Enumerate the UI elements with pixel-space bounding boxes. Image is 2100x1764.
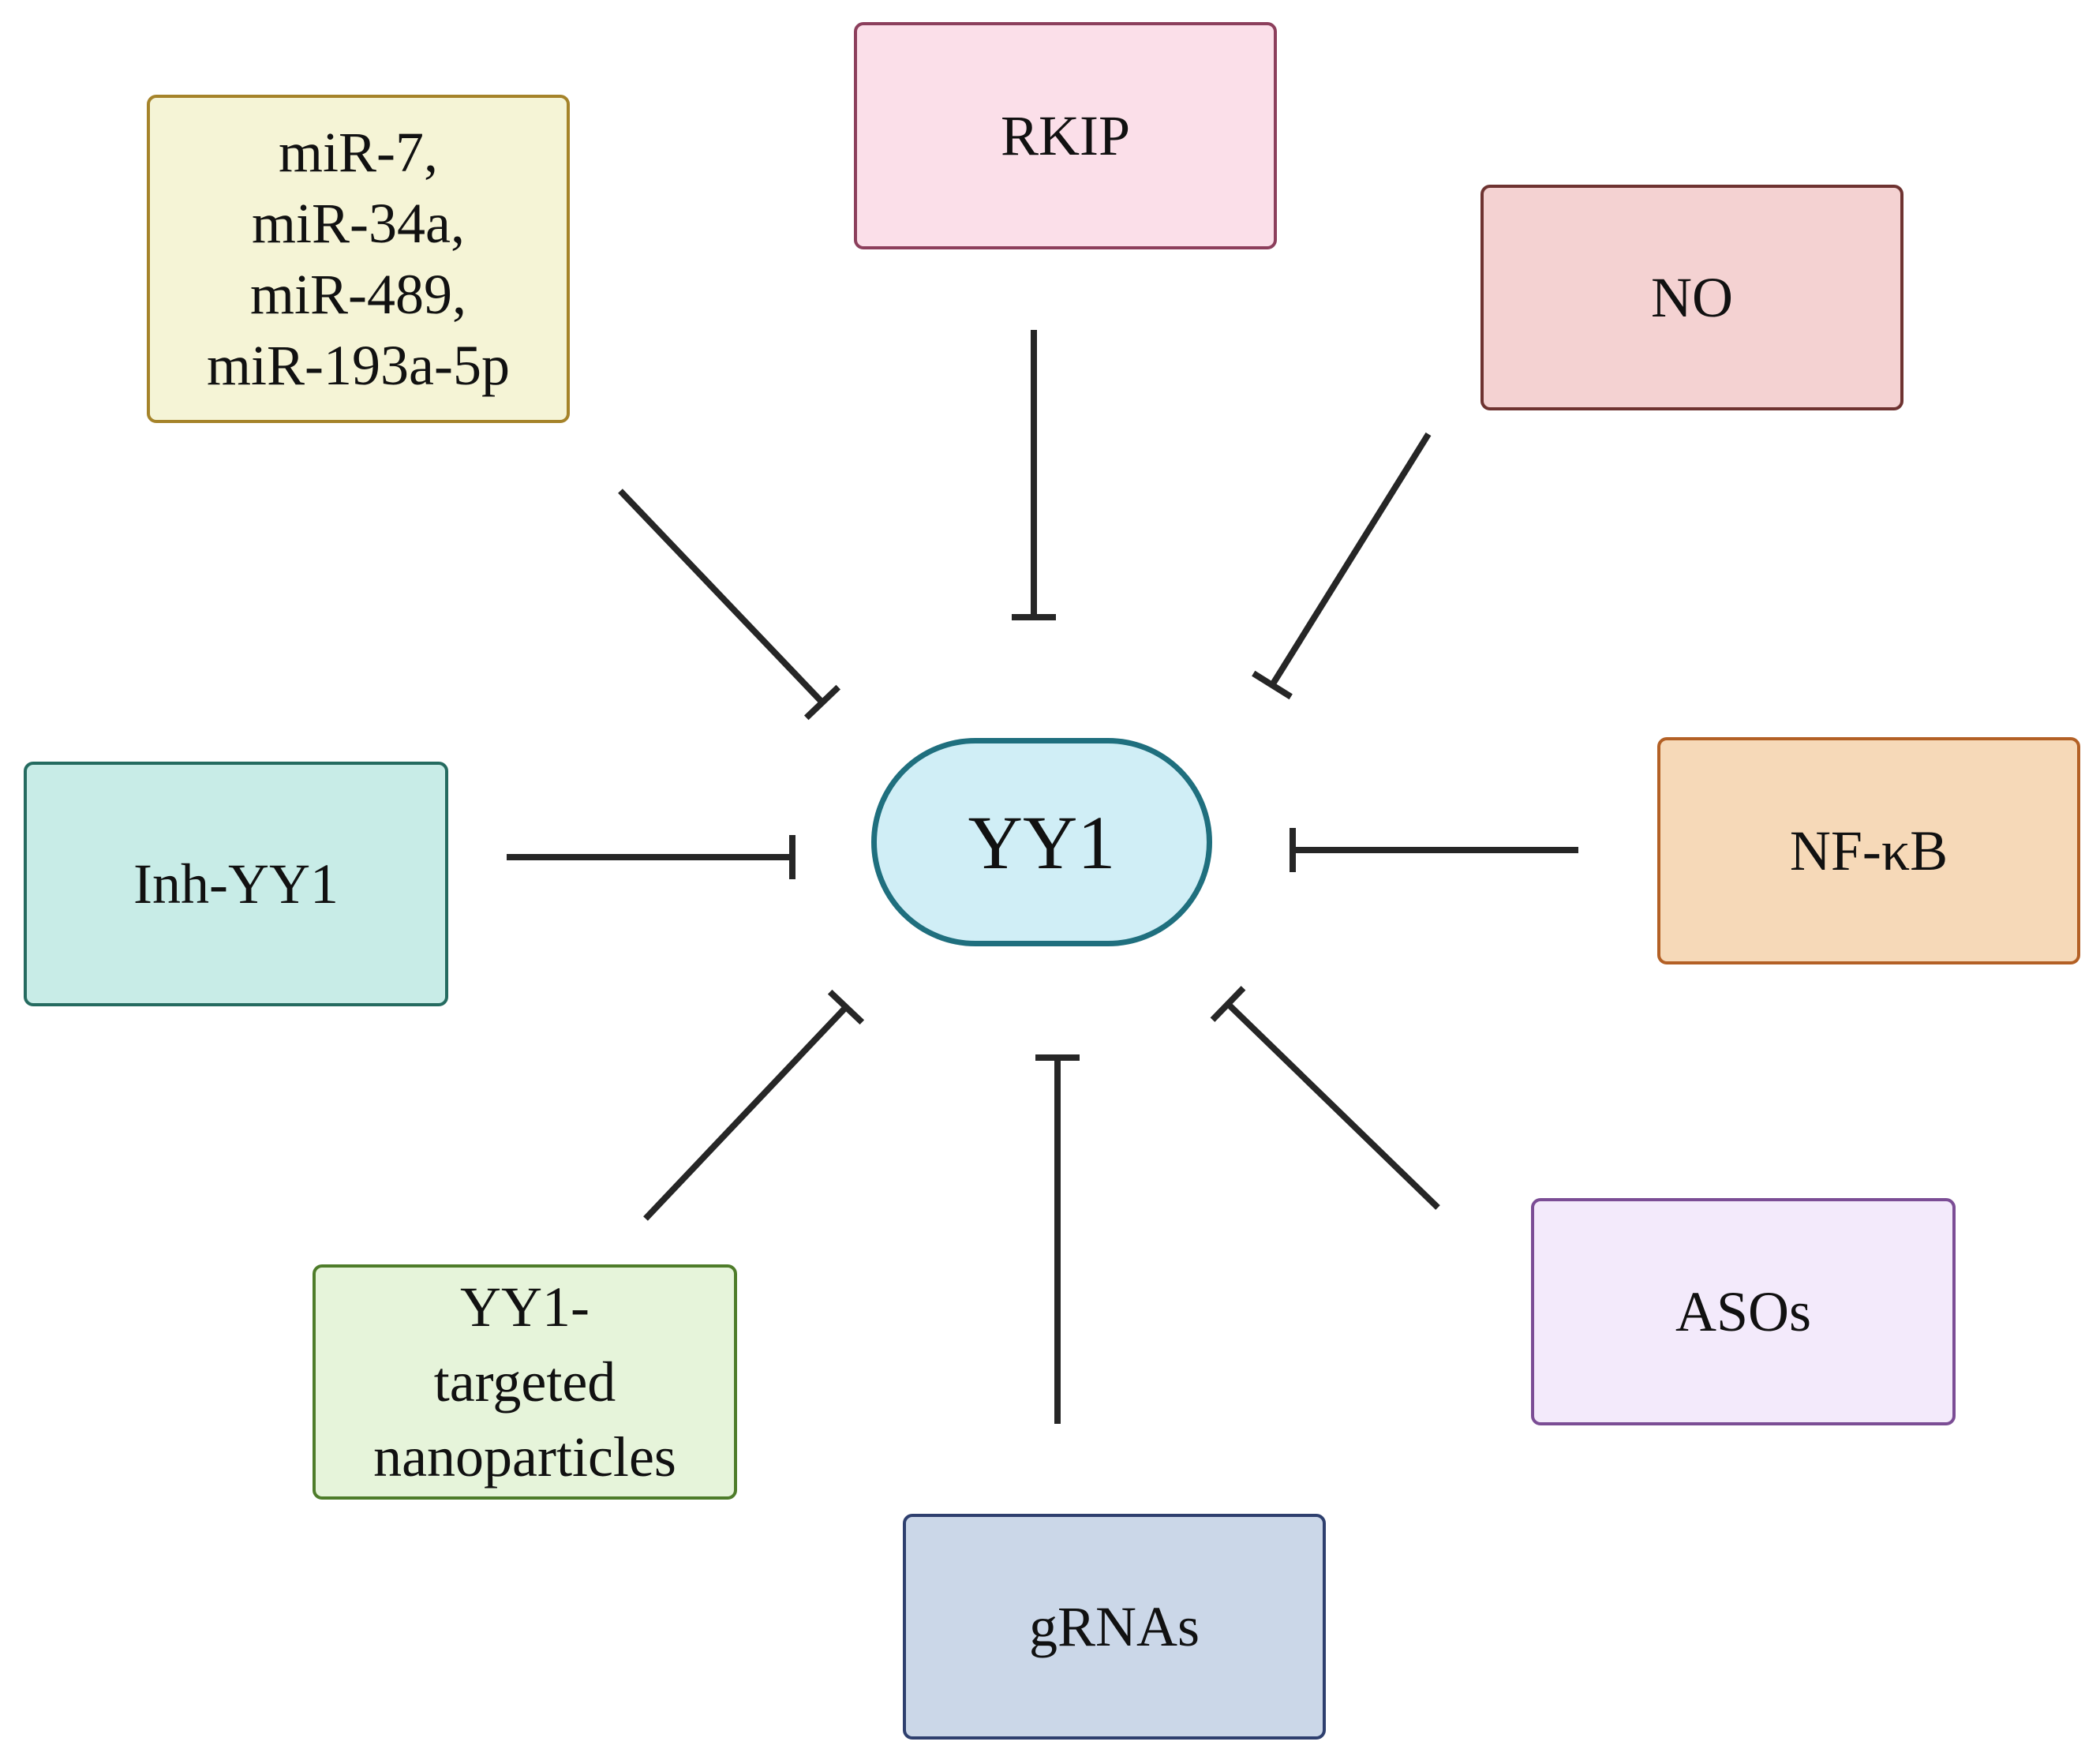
inhibition-line: [618, 489, 825, 705]
inhibition-line: [1226, 1002, 1440, 1210]
mirnas-inhibition-edge: [618, 489, 841, 721]
inhibition-line: [1269, 432, 1432, 687]
rkip-label: RKIP: [1000, 104, 1131, 167]
inh-yy1-label: Inh-YY1: [133, 852, 339, 916]
asos-label: ASOs: [1675, 1280, 1812, 1343]
inhibition-line: [643, 1005, 848, 1221]
nanoparticles-line: nanoparticles: [373, 1425, 676, 1489]
no-inhibition-edge: [1252, 432, 1432, 700]
rkip-inhibition-edge: [1012, 330, 1056, 620]
no-label: NO: [1651, 266, 1733, 329]
inhibition-bar: [827, 989, 865, 1025]
mirna-line: miR-489,: [249, 263, 466, 326]
no-node: NO: [1480, 185, 1903, 410]
asos-node: ASOs: [1531, 1198, 1956, 1425]
nfkb-node: NF-κB: [1657, 737, 2080, 964]
inhibition-bar: [803, 684, 841, 721]
yy1-center-node: YY1: [871, 738, 1212, 946]
inh-yy1-node: Inh-YY1: [24, 762, 448, 1006]
nanoparticles-node: YY1- targeted nanoparticles: [313, 1264, 737, 1500]
mirna-node: miR-7, miR-34a, miR-489, miR-193a-5p: [147, 95, 570, 423]
nanoparticles-line: targeted: [433, 1350, 616, 1414]
nanoparticles-line: YY1-: [460, 1275, 590, 1339]
grnas-inhibition-edge: [1035, 1054, 1080, 1424]
nanoparticles-inhibition-edge: [643, 989, 865, 1221]
inh_yy1-inhibition-edge: [507, 835, 795, 879]
grnas-label: gRNAs: [1028, 1595, 1200, 1658]
inhibition-bar: [1210, 986, 1246, 1022]
rkip-node: RKIP: [854, 22, 1277, 249]
yy1-label: YY1: [968, 800, 1116, 885]
asos-inhibition-edge: [1210, 986, 1440, 1210]
inhibition-bar: [1252, 670, 1293, 700]
mirna-line: miR-193a-5p: [207, 334, 510, 397]
nfkb-label: NF-κB: [1789, 819, 1948, 882]
mirna-line: miR-7,: [278, 121, 438, 184]
nfkb-inhibition-edge: [1290, 828, 1578, 872]
grnas-node: gRNAs: [903, 1514, 1326, 1740]
mirna-line: miR-34a,: [252, 192, 465, 255]
